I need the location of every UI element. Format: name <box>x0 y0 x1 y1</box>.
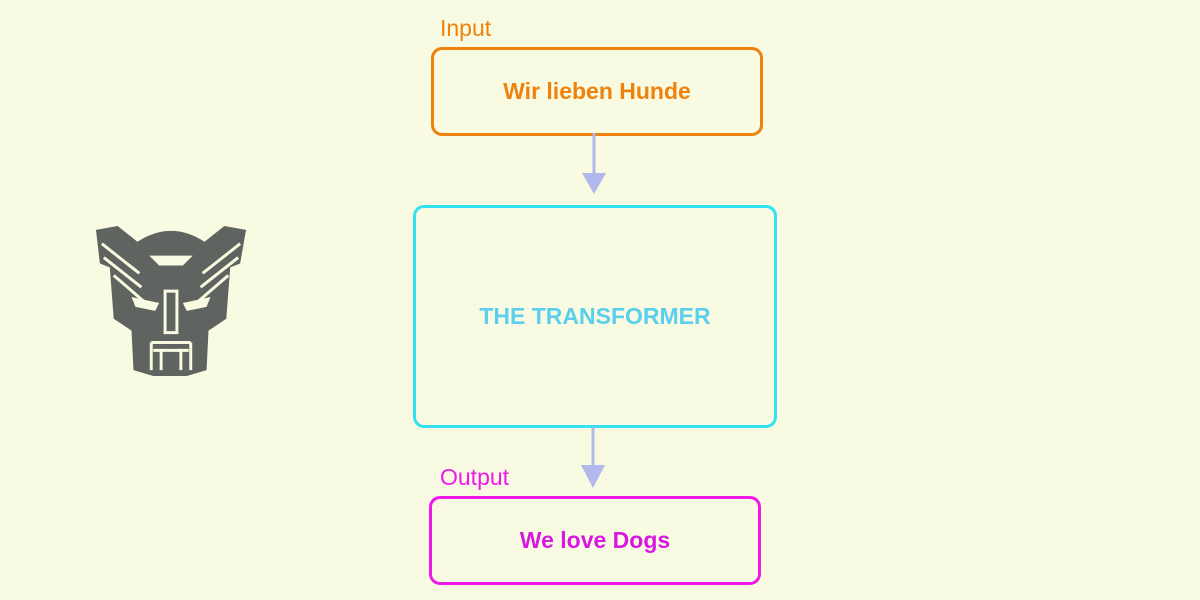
autobot-logo-icon <box>92 222 250 380</box>
transformer-to-output-arrow <box>581 427 605 488</box>
input-text: Wir lieben Hunde <box>503 78 691 104</box>
input-to-transformer-arrow <box>582 133 606 194</box>
output-text: We love Dogs <box>519 527 671 553</box>
transformer-text: THE TRANSFORMER <box>479 303 711 329</box>
input-label: Input <box>440 15 492 41</box>
output-box: We love Dogs <box>429 496 761 585</box>
input-box: Wir lieben Hunde <box>431 47 763 136</box>
transformer-box: THE TRANSFORMER <box>413 205 777 428</box>
output-label: Output <box>440 464 510 490</box>
